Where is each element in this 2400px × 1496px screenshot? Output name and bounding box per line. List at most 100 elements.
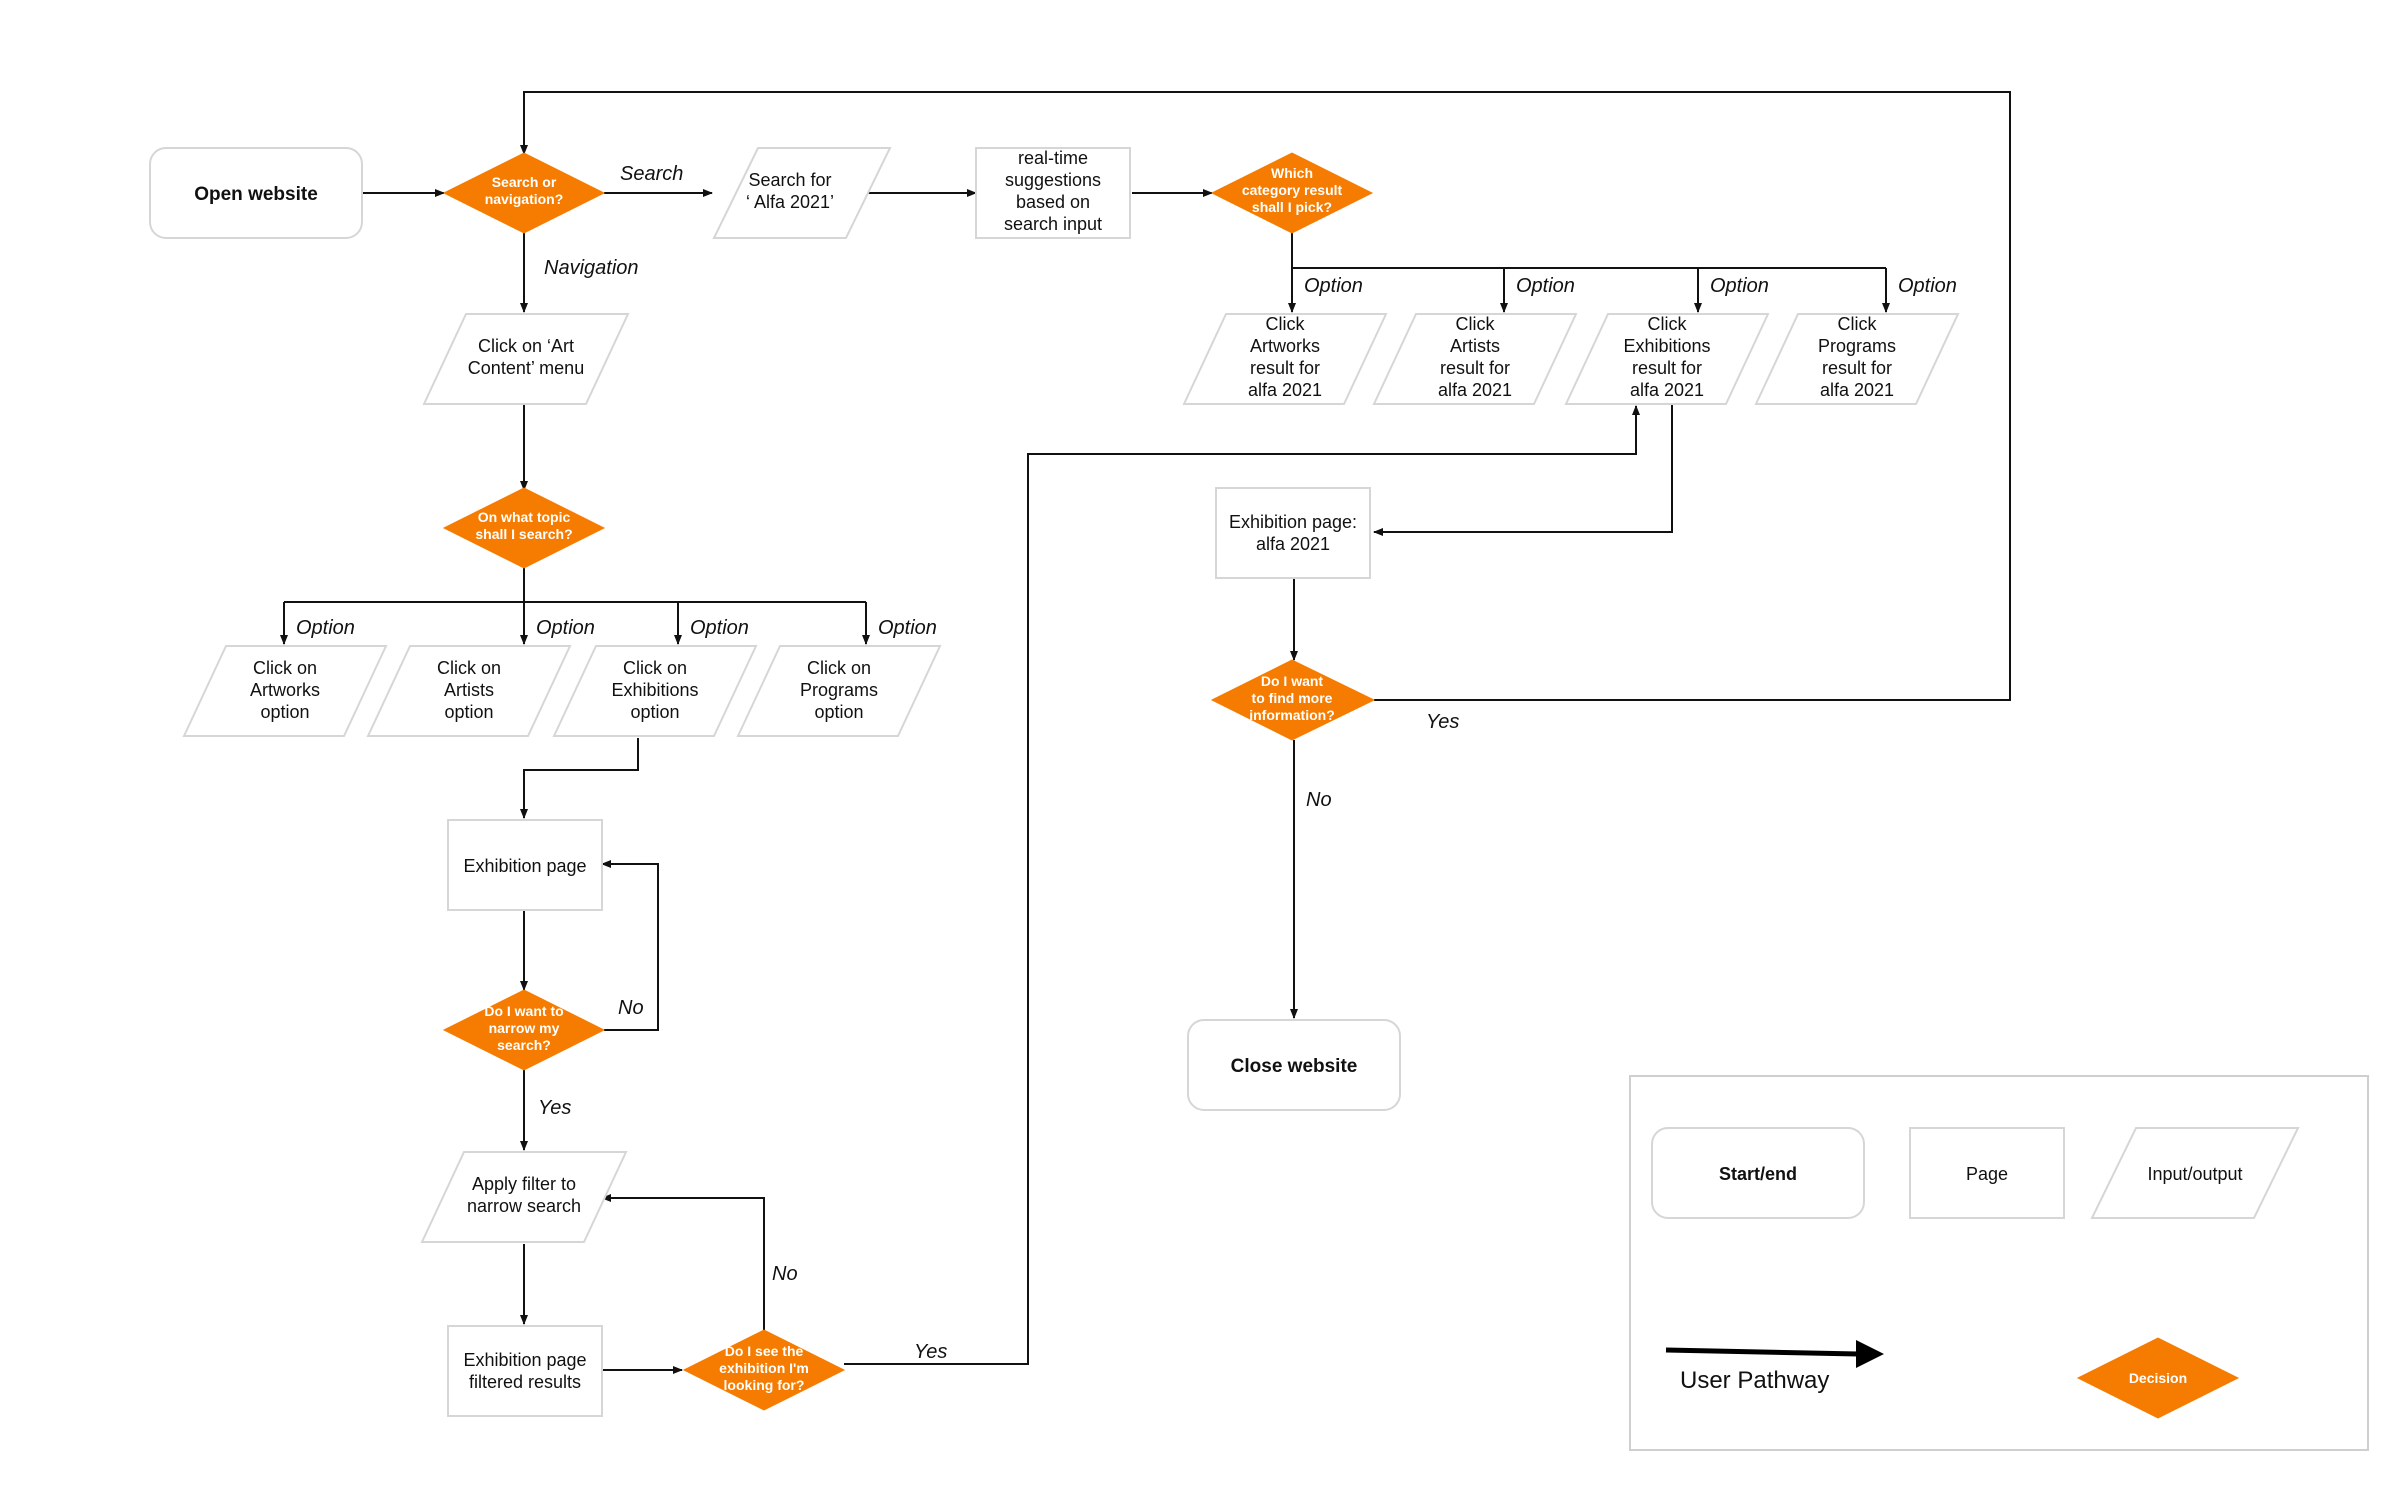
io-shape (422, 313, 630, 405)
edge-exhibitions-result-to-page (1373, 404, 1673, 536)
label-line: to find more (1252, 690, 1333, 706)
decision-shape (442, 487, 606, 569)
label-line: Exhibition page (463, 856, 586, 876)
label-line: Artworks (250, 680, 320, 700)
label-line: result for (1822, 358, 1892, 378)
io-shape (736, 645, 942, 737)
label-line: alfa 2021 (1248, 380, 1322, 400)
label-line: looking for? (724, 1377, 805, 1393)
edge-label-option: Option (690, 617, 749, 639)
label-line: On what topic (478, 509, 571, 525)
label-line: Exhibition page: (1229, 512, 1357, 532)
label-line: Do I see the (725, 1343, 804, 1359)
label-line: Do I want (1261, 673, 1324, 689)
label-line: suggestions (1005, 170, 1101, 190)
label-line: alfa 2021 (1256, 534, 1330, 554)
page-exhibition-alfa: Exhibition page:alfa 2021 (1215, 487, 1371, 579)
decision-shape (442, 152, 606, 234)
label-line: navigation? (485, 191, 564, 207)
legend-user-pathway-label: User Pathway (1680, 1367, 1829, 1394)
label-line: result for (1250, 358, 1320, 378)
label-line: result for (1632, 358, 1702, 378)
label-line: Click on (623, 658, 687, 678)
terminal-close-website: Close website (1187, 1019, 1401, 1111)
legend-io-label: Input/output (2147, 1164, 2242, 1184)
edge-label-option: Option (1516, 275, 1575, 297)
io-shape (1372, 313, 1578, 405)
label-line: category result (1242, 182, 1343, 198)
edge-label-yes: Yes (914, 1341, 947, 1363)
terminal-shape (149, 147, 363, 239)
label-line: alfa 2021 (1820, 380, 1894, 400)
io-label: Search for‘ Alfa 2021’ (746, 170, 834, 212)
label-line: real-time (1018, 148, 1088, 168)
label-line: Search or (492, 174, 557, 190)
label-line: search input (1004, 214, 1102, 234)
io-shape (552, 645, 758, 737)
label-line: Do I want to (484, 1003, 563, 1019)
label-line: option (814, 702, 863, 722)
label-line: Apply filter to (472, 1174, 576, 1194)
edge-label-option: Option (878, 617, 937, 639)
label-line: Content’ menu (468, 358, 584, 378)
page-shape (1215, 487, 1371, 579)
io-shape (182, 645, 388, 737)
decision-shape (442, 989, 606, 1071)
label-line: Exhibition page (463, 1350, 586, 1370)
edge-label-search: Search (620, 163, 683, 185)
legend-page-label: Page (1966, 1164, 2008, 1184)
edge-labels: Search Navigation Option Option Option O… (296, 163, 1957, 1363)
edge-label-no: No (618, 997, 644, 1019)
edge-category-branch-bar (1291, 231, 1886, 269)
label-line: shall I pick? (1252, 199, 1332, 215)
edge-see-yes (844, 405, 1640, 1365)
label-line: result for (1440, 358, 1510, 378)
label-line: Exhibitions (611, 680, 698, 700)
label-line: narrow search (467, 1196, 581, 1216)
io-shape (1182, 313, 1388, 405)
edge-narrow-no-loop (601, 860, 659, 1031)
terminal-label: Close website (1231, 1056, 1358, 1077)
edge-label-option: Option (1898, 275, 1957, 297)
label-line: filtered results (469, 1372, 581, 1392)
edge-exhibitions-to-page (520, 738, 639, 819)
label-line: alfa 2021 (1438, 380, 1512, 400)
edge-more-yes-loop (520, 91, 2011, 701)
legend-start-end-label: Start/end (1719, 1164, 1797, 1184)
page-shape (447, 1325, 603, 1417)
label-line: Programs (800, 680, 878, 700)
label-line: Click (1838, 314, 1878, 334)
page-label: Exhibition page (463, 856, 586, 876)
label-line: search? (497, 1037, 551, 1053)
label-line: Search for (748, 170, 831, 190)
terminal-open-website: Open website (149, 147, 363, 239)
label-line: Which (1271, 165, 1313, 181)
terminal-shape (1187, 1019, 1401, 1111)
label-line: Click on (437, 658, 501, 678)
edge-label-no: No (1306, 789, 1332, 811)
legend-decision-shape (2076, 1337, 2240, 1419)
